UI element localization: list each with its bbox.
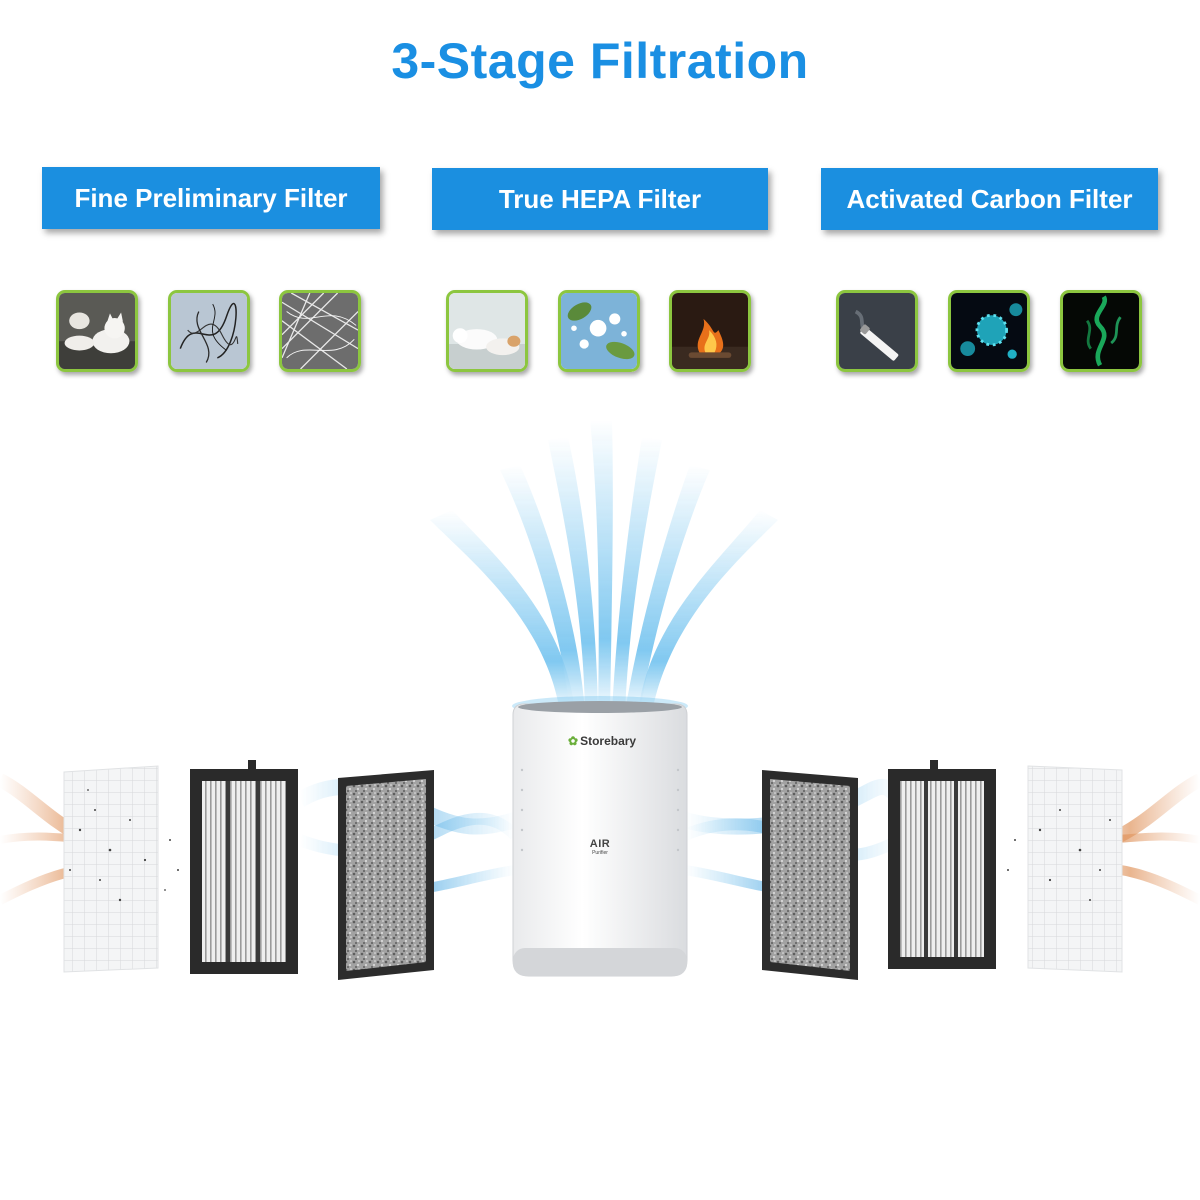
brand-logo: ✿Storebary <box>568 734 636 748</box>
left-hepa-filter <box>190 760 298 974</box>
hair-strands-icon <box>168 290 250 372</box>
smoke-fire-icon <box>669 290 751 372</box>
brand-name: Storebary <box>580 734 637 748</box>
left-pre-filter <box>63 765 159 973</box>
airflow-plume <box>430 420 778 716</box>
pet-dander-icon <box>446 290 528 372</box>
cigarette-smoke-icon <box>836 290 918 372</box>
right-carbon-filter <box>762 770 858 980</box>
right-pre-filter <box>1027 765 1123 973</box>
purifier-filter-scene <box>0 420 1200 980</box>
left-carbon-filter <box>338 770 434 980</box>
logo-line-purifier: Purifier <box>592 850 608 856</box>
cat-and-dog-hair-icon <box>56 290 138 372</box>
dust-particles <box>69 789 1111 902</box>
stage-label-fine-preliminary: Fine Preliminary Filter <box>42 167 380 229</box>
virus-bacteria-icon <box>948 290 1030 372</box>
fiber-lint-icon <box>279 290 361 372</box>
right-hepa-filter <box>888 760 996 969</box>
air-purifier-logo: AIR Purifier <box>585 838 615 856</box>
logo-line-air: AIR <box>589 838 611 850</box>
odor-gas-icon <box>1060 290 1142 372</box>
pollen-icon <box>558 290 640 372</box>
clover-icon: ✿ <box>568 734 579 748</box>
page-title: 3-Stage Filtration <box>391 33 809 89</box>
stage-label-activated-carbon: Activated Carbon Filter <box>821 168 1158 230</box>
stage-label-true-hepa: True HEPA Filter <box>432 168 768 230</box>
air-purifier-unit <box>512 701 688 977</box>
